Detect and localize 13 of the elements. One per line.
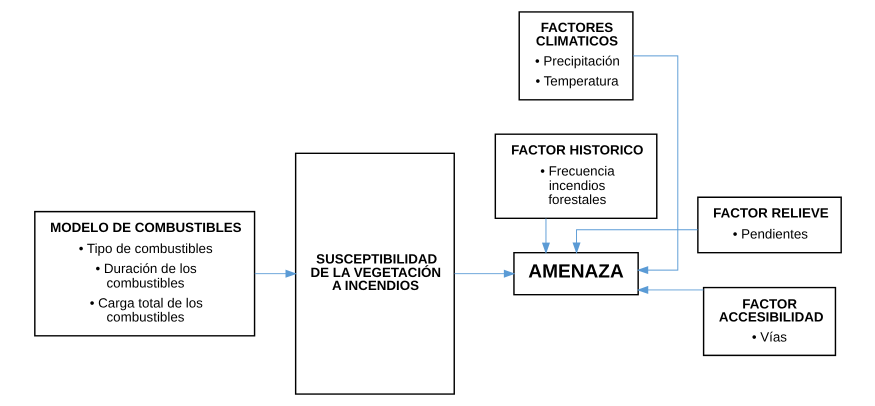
node-box: MODELO DE COMBUSTIBLES • Tipo de combustibles • Duración de los combustibles • Carga total de los combustibles: [34, 210, 255, 337]
node-box: FACTOR HISTORICO • Frecuencia incendios forestales: [494, 134, 657, 219]
arrow: [254, 270, 296, 278]
arrow: [636, 286, 704, 294]
node-box: FACTOR ACCESIBILIDAD • Vías: [702, 286, 836, 356]
arrow: [453, 270, 515, 278]
node-box: FACTOR RELIEVE • Pendientes: [696, 196, 842, 254]
node-box: AMENAZA: [512, 252, 638, 296]
arrow: [541, 218, 550, 254]
arrow: [632, 55, 678, 274]
arrow: [572, 229, 698, 254]
node-box: FACTORES CLIMATICOS • Precipitación • Temperatura: [518, 11, 634, 101]
node-box: SUSCEPTIBILIDAD DE LA VEGETACIÓN A INCENDIOS: [294, 152, 454, 395]
